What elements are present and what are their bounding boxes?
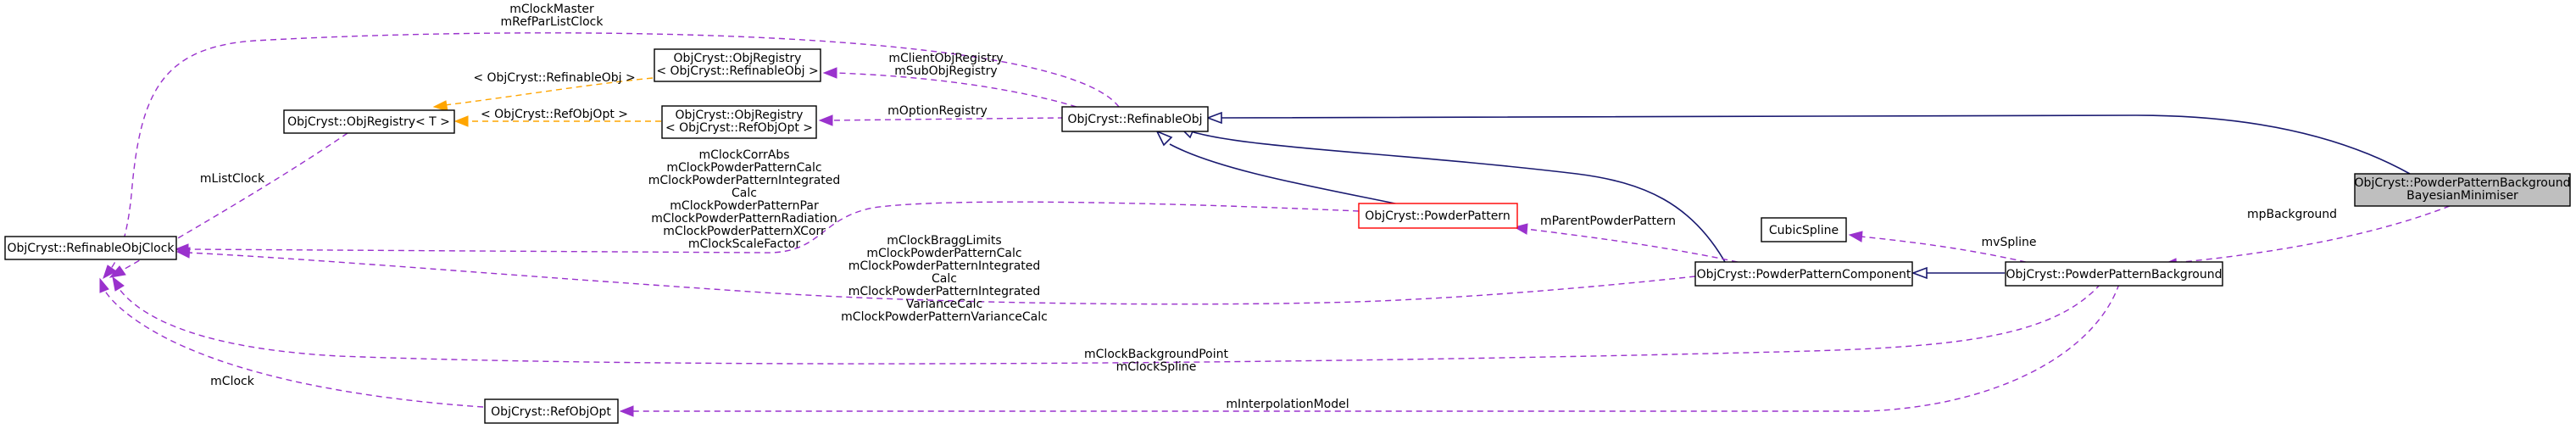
text-line: ObjCryst::RefObjOpt <box>491 405 611 419</box>
edge-bayes-to-refinableobj <box>1205 111 2411 175</box>
edge-template-refinableobj <box>432 77 654 112</box>
label-moptionregistry: mOptionRegistry <box>887 104 988 118</box>
label-mclockbragglimits-line: mClockBraggLimits <box>887 234 1001 248</box>
edge-refinableobj-mclientobjregistry <box>822 67 1077 108</box>
edge-ppbackground-minterpolationmodel <box>619 283 2120 417</box>
label-mlistclock: mListClock <box>200 172 265 186</box>
label-minterpolationmodel: mInterpolationModel <box>1226 398 1349 411</box>
edge-ppcomponent-mparentpowderpattern <box>1513 223 1739 263</box>
node-powderpatterncomponent[interactable]: ObjCryst::PowderPatternComponent <box>1694 261 1913 287</box>
text-line: ObjCryst::ObjRegistry< T > <box>287 115 450 129</box>
label-mclientobjregistry-line: mClientObjRegistry <box>888 52 1003 65</box>
label-mparentpowderpattern: mParentPowderPattern <box>1540 214 1676 228</box>
label-mclock-line: mClock <box>210 375 255 388</box>
text-line: ObjCryst::RefinableObjClock <box>7 242 175 255</box>
svg-text:ObjCryst::PowderPatternBackgro: ObjCryst::PowderPatternBackgroundBayesia… <box>2355 176 2571 203</box>
label-mclockcorrabs-line: mClockPowderPatternCalc <box>666 161 821 175</box>
edge-ppbackground-to-ppcomponent <box>1911 266 2005 280</box>
edge-powderpattern-to-refinableobj <box>1155 130 1408 207</box>
label-mclockbackgroundpoint-line: mClockBackgroundPoint <box>1084 348 1228 361</box>
label-mclockcorrabs-line: mClockPowderPatternRadiation <box>651 212 837 226</box>
label-template-refinableobj-line: < ObjCryst::RefinableObj > <box>473 71 635 85</box>
node-objregistry-refobjopt[interactable]: ObjCryst::ObjRegistry< ObjCryst::RefObjO… <box>661 105 817 139</box>
svg-text:ObjCryst::ObjRegistry< ObjCrys: ObjCryst::ObjRegistry< ObjCryst::RefObjO… <box>665 109 813 135</box>
svg-text:ObjCryst::RefObjOpt: ObjCryst::RefObjOpt <box>491 405 611 419</box>
label-mclockbragglimits-line: mClockPowderPatternCalc <box>866 247 1021 260</box>
label-mclockbragglimits-line: Calc <box>932 272 957 286</box>
label-moptionregistry-line: mOptionRegistry <box>887 104 988 118</box>
svg-text:ObjCryst::RefinableObj: ObjCryst::RefinableObj <box>1068 113 1203 126</box>
node-objregistry-refinableobj[interactable]: ObjCryst::ObjRegistry< ObjCryst::Refinab… <box>654 48 821 82</box>
label-mclockbackgroundpoint-line: mClockSpline <box>1116 360 1197 374</box>
text-line: < ObjCryst::RefinableObj > <box>656 64 818 78</box>
edge-ppbackground-mvspline <box>1848 231 2027 263</box>
label-mvspline: mvSpline <box>1982 236 2037 249</box>
svg-text:ObjCryst::PowderPatternCompone: ObjCryst::PowderPatternComponent <box>1697 268 1911 281</box>
label-mparentpowderpattern-line: mParentPowderPattern <box>1540 214 1676 228</box>
node-objregistry-t[interactable]: ObjCryst::ObjRegistry< T > <box>283 109 455 134</box>
label-mclockcorrabs-line: mClockPowderPatternXCorr <box>663 225 826 238</box>
label-mclockcorrabs-line: mClockScaleFactor <box>688 237 800 251</box>
label-mclockmaster-line: mClockMaster <box>509 3 594 16</box>
text-line: ObjCryst::ObjRegistry <box>676 109 804 122</box>
svg-text:ObjCryst::PowderPatternBackgro: ObjCryst::PowderPatternBackground <box>2006 268 2223 281</box>
label-mclockbragglimits-line: mClockPowderPatternIntegrated <box>848 259 1041 273</box>
text-line: ObjCryst::PowderPatternBackground <box>2006 268 2223 281</box>
text-line: ObjCryst::PowderPattern <box>1365 209 1510 223</box>
edge-objregistry-mlistclock <box>108 132 348 278</box>
edge-refinableobj-moptionregistry <box>818 114 1065 126</box>
label-mclockbragglimits-line: VarianceCalc <box>906 298 982 311</box>
svg-text:ObjCryst::PowderPattern: ObjCryst::PowderPattern <box>1365 209 1510 223</box>
svg-text:ObjCryst::RefinableObjClock: ObjCryst::RefinableObjClock <box>7 242 175 255</box>
text-line: ObjCryst::ObjRegistry <box>674 52 802 65</box>
label-mclockcorrabs-line: mClockPowderPatternIntegrated <box>648 174 841 187</box>
label-minterpolationmodel-line: mInterpolationModel <box>1226 398 1349 411</box>
label-template-refinableobj: < ObjCryst::RefinableObj > <box>473 71 635 85</box>
edge-ppcomponent-to-refinableobj <box>1178 126 1726 263</box>
text-line: BayesianMinimiser <box>2406 189 2518 203</box>
label-mpbackground: mpBackground <box>2247 208 2337 221</box>
edge-refobjopt-mclock <box>99 277 484 408</box>
svg-text:ObjCryst::ObjRegistry< T >: ObjCryst::ObjRegistry< T > <box>287 115 450 129</box>
text-line: < ObjCryst::RefObjOpt > <box>665 121 813 135</box>
label-mpbackground-line: mpBackground <box>2247 208 2337 221</box>
edge-template-refobjopt <box>453 115 661 127</box>
label-template-refobjopt: < ObjCryst::RefObjOpt > <box>481 108 628 121</box>
svg-text:ObjCryst::ObjRegistry< ObjCrys: ObjCryst::ObjRegistry< ObjCryst::Refinab… <box>656 52 818 78</box>
node-refinableobj[interactable]: ObjCryst::RefinableObj <box>1061 106 1209 132</box>
label-mclientobjregistry-line: mSubObjRegistry <box>894 64 997 78</box>
label-mvspline-line: mvSpline <box>1982 236 2037 249</box>
text-line: ObjCryst::RefinableObj <box>1068 113 1203 126</box>
node-powderpatternbackground[interactable]: ObjCryst::PowderPatternBackground <box>2005 261 2223 287</box>
label-mclockbragglimits-line: mClockPowderPatternIntegrated <box>848 285 1041 298</box>
text-line: CubicSpline <box>1769 224 1839 237</box>
label-mclockcorrabs-line: mClockPowderPatternPar <box>670 199 819 213</box>
label-mclock: mClock <box>210 375 255 388</box>
node-cubicspline[interactable]: CubicSpline <box>1761 217 1847 242</box>
label-mclockcorrabs-line: mClockCorrAbs <box>698 148 789 162</box>
svg-text:CubicSpline: CubicSpline <box>1769 224 1839 237</box>
edge-refinableobj-mclockmaster <box>103 32 1120 280</box>
node-refinableobjclock[interactable]: ObjCryst::RefinableObjClock <box>4 236 177 260</box>
label-template-refobjopt-line: < ObjCryst::RefObjOpt > <box>481 108 628 121</box>
node-powderpattern[interactable]: ObjCryst::PowderPattern <box>1358 203 1518 229</box>
label-mlistclock-line: mListClock <box>200 172 265 186</box>
edge-ppcomponent-mclockbragglimits <box>175 247 1696 305</box>
label-mclockbragglimits-line: mClockPowderPatternVarianceCalc <box>841 310 1048 324</box>
text-line: ObjCryst::PowderPatternBackground <box>2355 176 2571 190</box>
label-mclockmaster-line: mRefParListClock <box>501 15 604 29</box>
node-refobjopt[interactable]: ObjCryst::RefObjOpt <box>484 398 619 424</box>
edge-ppbackground-mclockbackgroundpoint <box>112 276 2101 365</box>
label-mclockcorrabs-line: Calc <box>732 187 757 200</box>
text-line: ObjCryst::PowderPatternComponent <box>1697 268 1911 281</box>
